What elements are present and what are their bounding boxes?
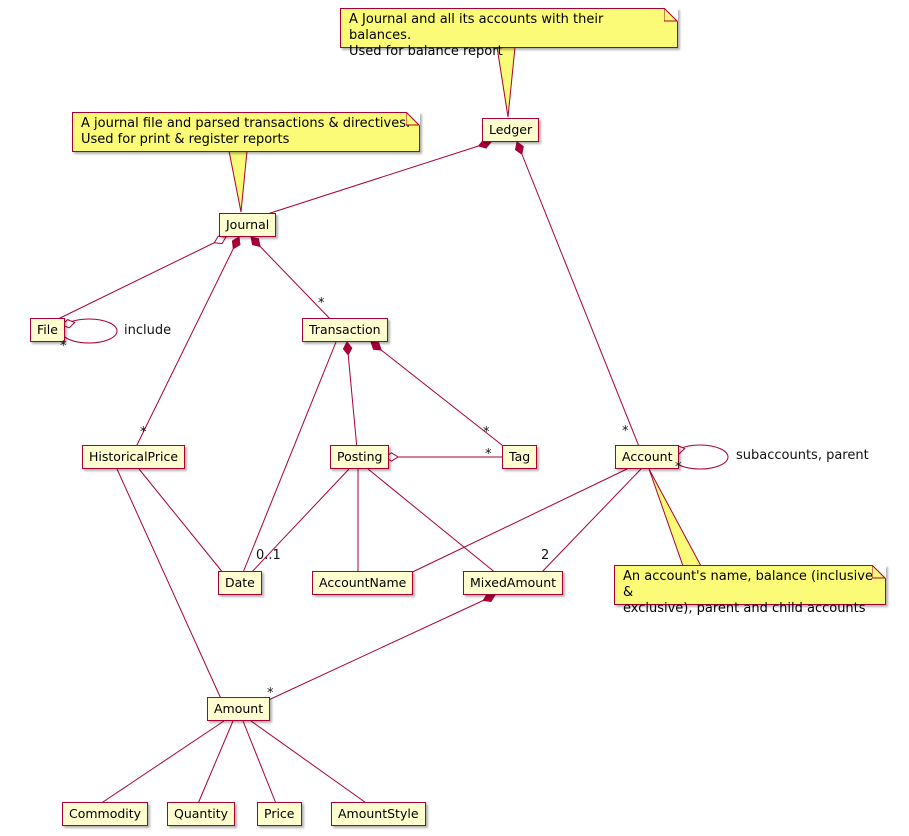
class-tag: Tag — [502, 445, 538, 469]
class-commodity: Commodity — [62, 802, 149, 826]
class-amount-style: AmountStyle — [331, 802, 426, 826]
edge-label-subaccounts-many: * — [675, 460, 682, 475]
edge-label-transactions-many: * — [318, 296, 325, 311]
edge-label-date-multiplicity: 0..1 — [256, 548, 281, 563]
class-amount: Amount — [207, 697, 271, 721]
note-journal: A journal file and parsed transactions &… — [72, 112, 420, 152]
edge-label-posting-tags-many: * — [485, 447, 492, 462]
class-historical-price: HistoricalPrice — [82, 445, 186, 469]
class-account: Account — [615, 445, 680, 469]
class-quantity: Quantity — [167, 802, 236, 826]
class-journal: Journal — [219, 213, 277, 237]
note-fold-icon — [872, 565, 886, 579]
edge-label-include: include — [124, 323, 172, 338]
note-fold-icon — [406, 112, 420, 126]
edge-label-subaccounts: subaccounts, parent — [736, 448, 869, 463]
note-ledger-text: A Journal and all its accounts with thei… — [349, 12, 604, 59]
class-posting: Posting — [330, 445, 390, 469]
note-ledger: A Journal and all its accounts with thei… — [340, 8, 678, 59]
edge-label-historical-prices-many: * — [140, 425, 147, 440]
class-transaction: Transaction — [302, 318, 388, 342]
class-date: Date — [218, 571, 262, 595]
class-price: Price — [257, 802, 302, 826]
edge-label-accounts-many: * — [622, 424, 629, 439]
note-account: An account's name, balance (inclusive & … — [614, 565, 886, 616]
class-mixed-amount: MixedAmount — [463, 571, 564, 595]
note-fold-icon — [664, 8, 678, 22]
class-file: File — [30, 318, 65, 342]
class-ledger: Ledger — [482, 118, 540, 142]
edge-label-account-balances-multiplicity: 2 — [541, 548, 550, 563]
note-account-text: An account's name, balance (inclusive & … — [623, 569, 873, 616]
note-journal-text: A journal file and parsed transactions &… — [81, 116, 411, 147]
edge-label-amounts-many: * — [267, 686, 274, 701]
edge-label-transaction-tags-many: * — [483, 425, 490, 440]
edge-label-file-many: * — [60, 339, 67, 354]
class-account-name: AccountName — [312, 571, 414, 595]
